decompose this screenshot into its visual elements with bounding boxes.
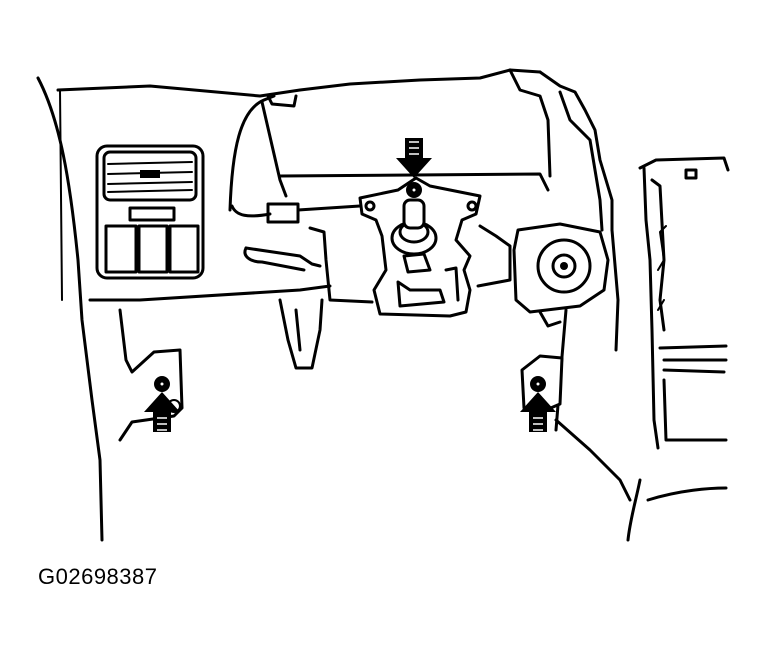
figure-id-label: G02698387: [38, 564, 158, 589]
callout-arrow-top: [396, 138, 432, 178]
air-vent-panel: [95, 144, 205, 280]
callout-arrow-left: [144, 392, 180, 432]
left-lower-bracket: [118, 308, 184, 442]
right-lower-bracket: [520, 354, 632, 502]
center-console: [626, 156, 730, 542]
upper-trim: [228, 68, 604, 232]
wire-harness: [230, 202, 374, 370]
ignition-housing: [512, 222, 610, 432]
steering-column-bracket: [358, 176, 512, 318]
dashboard-outline: [36, 68, 620, 542]
callout-arrow-right: [520, 392, 556, 432]
